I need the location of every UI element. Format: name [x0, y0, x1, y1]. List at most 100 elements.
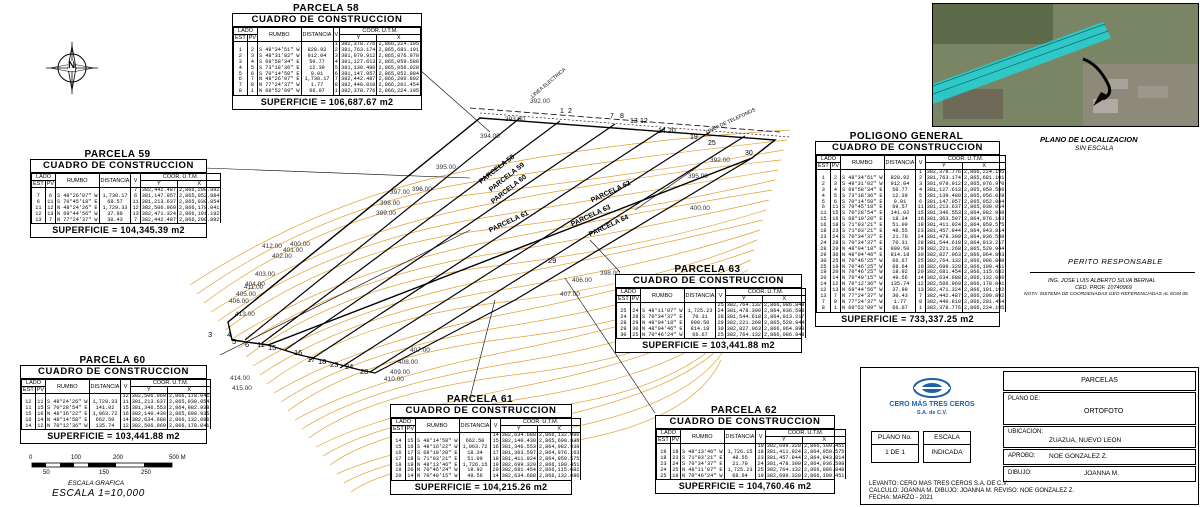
table-cell: 14 — [490, 473, 501, 481]
contour-line — [203, 149, 785, 304]
scale-grafica: ESCALA GRAFICA — [68, 480, 125, 487]
table-cell: 2,866,132.086 — [536, 432, 582, 439]
table-cell: 6 — [246, 71, 259, 78]
vertex-number: 19 — [690, 134, 698, 141]
table-cell: 19 — [490, 461, 501, 469]
table-cell: 1 — [915, 305, 926, 312]
table-cell: 2,865,052.984 — [176, 192, 222, 200]
col-header: RUMBO — [680, 429, 725, 444]
plano-de-value: ORTOFOTO — [1084, 408, 1124, 415]
plano-no-value: 1 DE 1 — [885, 449, 905, 456]
parcela-title-p60: PARCELA 60 — [79, 355, 146, 366]
table-cell: 2,864,936.598 — [801, 460, 847, 468]
elevation-label: 409.00 — [390, 369, 410, 376]
col-header: PV — [44, 180, 57, 188]
elevation-label: 405.00 — [236, 291, 256, 298]
table-cell: 2,864,959.575 — [961, 222, 1007, 230]
superficie: SUPERFICIE = 104,345.39 m2 — [31, 223, 206, 237]
leader-line — [589, 239, 621, 273]
col-header: EST — [21, 386, 36, 394]
table-cell: 24 — [629, 308, 642, 315]
table-cell: 11 — [34, 399, 47, 406]
table-cell: 3 — [915, 181, 926, 188]
table-cell: 23 — [669, 455, 682, 462]
table-cell: 24 — [669, 461, 682, 468]
escala-label: ESCALA — [924, 432, 970, 445]
col-header: V — [130, 173, 141, 188]
leader-line — [219, 229, 471, 356]
table-cell: 18 — [755, 448, 766, 456]
fecha-text: FECHA: MARZO - 2021 — [869, 495, 934, 501]
table-cell: S 68°19'20" E — [415, 449, 460, 457]
elevation-label: 393.00 — [505, 116, 525, 123]
table-cell — [640, 302, 685, 309]
contour-lines — [189, 129, 791, 493]
table-cell: 20 — [404, 468, 417, 475]
col-header: X — [536, 425, 582, 433]
table-cell: 2,865,690.935 — [536, 437, 582, 445]
ubicacion-value: ZUAZUA, NUEVO LEON — [1049, 437, 1122, 444]
col-header: EST — [391, 425, 406, 433]
elevation-label: 401.00 — [283, 247, 303, 254]
table-cell: 14 — [404, 473, 417, 481]
table-cell: 5 — [246, 65, 259, 72]
elevation-label: 392.00 — [530, 98, 550, 105]
table-cell: 14 — [829, 275, 842, 283]
divider-line — [339, 131, 711, 369]
aerial-photo — [933, 4, 1198, 126]
divider-line — [309, 127, 666, 361]
col-header: V — [332, 27, 341, 42]
table-cell: 15 — [915, 210, 926, 218]
leader-line — [469, 299, 496, 399]
table-cell: 2,866,132.086 — [166, 416, 212, 424]
table-cell: 2,866,224.195 — [376, 41, 421, 48]
elevation-label: 398.00 — [600, 270, 620, 277]
table-cell: 2,866,109.451 — [801, 443, 847, 450]
table-cell: 7 — [44, 217, 57, 224]
table-cell: 25 — [715, 302, 726, 309]
table-cell: 12 — [829, 281, 842, 289]
vertex-number: 12 — [640, 118, 648, 125]
table-cell: 2,866,178.041 — [166, 393, 212, 400]
highlight-parcels — [933, 22, 1111, 104]
col-header: EST — [31, 180, 46, 188]
table-cell: 2,866,109.451 — [801, 472, 847, 480]
table-cell: 2,865,059.586 — [376, 58, 421, 66]
col-header: LADO — [30, 173, 57, 181]
dibujo-label: DIBUJO: — [1008, 470, 1032, 476]
table-cell: N 69°52'09" W — [257, 88, 302, 96]
table-cell: 1.77 — [300, 82, 334, 90]
table-cell: S 71°03'21" E — [415, 455, 460, 463]
table-cell: 15 — [120, 404, 131, 412]
table-title: CUADRO DE CONSTRUCCION — [31, 160, 206, 173]
col-header: LADO — [20, 379, 47, 387]
table-cell — [415, 432, 460, 439]
table-cell: 2,864,982.938 — [961, 210, 1007, 218]
table-cell: S 48°11'07" W — [640, 307, 685, 315]
table-cell: 2,865,052.984 — [376, 70, 421, 78]
table-cell: 19 — [915, 263, 926, 271]
col-header: RUMBO — [640, 288, 685, 303]
perito-nota: NOTA: SISTEMA DE COORDENADAS GEO-REFEREN… — [1024, 292, 1188, 297]
company-sub: S.A. de C.V. — [916, 410, 948, 416]
col-header: X — [166, 386, 212, 394]
table-cell: 19 — [755, 443, 766, 450]
table-cell: S 48°16'22" W — [415, 443, 460, 451]
